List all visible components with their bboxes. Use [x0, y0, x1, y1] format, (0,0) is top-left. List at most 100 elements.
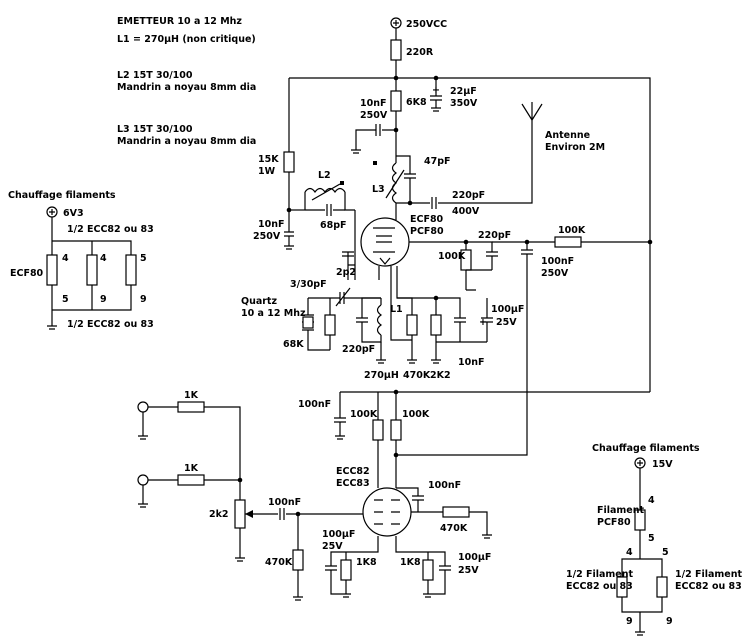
- heater-b-f2: PCF80: [597, 517, 631, 528]
- wire-anodes: [377, 440, 397, 488]
- tube-ecf80-label: ECF80: [410, 214, 444, 225]
- cap-100nf-mod-label: 100nF: [298, 399, 331, 410]
- junction: [647, 239, 653, 245]
- junction: [393, 127, 399, 133]
- tube-ecc83-label: ECC83: [336, 478, 370, 489]
- wire-input-1: [138, 406, 241, 500]
- cap-47pf-label: 47pF: [424, 156, 451, 167]
- pin: 9: [100, 294, 107, 305]
- potentiometer-2k2[interactable]: [234, 499, 246, 529]
- resistor-1k8-a-label: 1K8: [356, 557, 377, 568]
- cathode-left: [325, 551, 351, 598]
- note-l2b: Mandrin a noyau 8mm dia: [117, 82, 256, 93]
- junction: [286, 207, 292, 213]
- cap-10nf-screen-value: 10nF: [258, 219, 284, 230]
- pin: 5: [648, 533, 655, 544]
- pot-gnd: [235, 528, 245, 562]
- heater-a-top: 1/2 ECC82 ou 83: [67, 224, 154, 235]
- cap-47pf: [396, 155, 416, 204]
- cathode-right: [423, 551, 451, 598]
- resistor-470k-grid-label: 470K: [265, 557, 293, 568]
- cap-100uf-a-value: 100µF: [322, 529, 355, 540]
- cap-100uf-value: 100µF: [491, 304, 524, 315]
- cap-2p2: [342, 251, 354, 280]
- resistor-1k8-b: [422, 559, 434, 581]
- cap-10nf-screen-volt: 250V: [253, 231, 281, 242]
- resistor-470k-label: 470K: [403, 370, 431, 381]
- heater-a-plus: [49, 209, 55, 215]
- cap-100uf-plus: +: [479, 317, 487, 328]
- heater-b: Chauffage filaments 15V Filament PCF80 4…: [566, 443, 743, 636]
- tube-ecc82-label: ECC82: [336, 466, 370, 477]
- wire-470k-gnd: [407, 335, 417, 364]
- heater-b-volt: 15V: [652, 459, 673, 470]
- quartz-label: Quartz: [241, 296, 277, 307]
- input-jack-2[interactable]: [137, 474, 149, 486]
- coil-l3-slug: [373, 161, 377, 165]
- cap-100nf-volt: 250V: [541, 268, 569, 279]
- resistor-15k-watt: 1W: [258, 166, 276, 177]
- cap-220pf-ant-volt: 400V: [452, 206, 480, 217]
- note-l3b: Mandrin a noyau 8mm dia: [117, 136, 256, 147]
- supply: 250VCC 220R 6K8 + 22µF 350V 10nF 250V: [289, 17, 651, 392]
- cap-10nf-value: 10nF: [360, 98, 386, 109]
- pin: 9: [666, 616, 673, 627]
- pin: 5: [140, 253, 147, 264]
- hv-plus: [393, 20, 399, 26]
- tube-ecc82-electrodes: [374, 499, 400, 525]
- input-jack-1[interactable]: [137, 401, 149, 413]
- resistor-470k-right-label: 470K: [440, 523, 468, 534]
- cap-100uf-a-volt: 25V: [322, 541, 343, 552]
- junction: [237, 477, 243, 483]
- pin: 9: [140, 294, 147, 305]
- heater-a-ecc1: [86, 254, 98, 286]
- cap-100nf-mod: [334, 391, 396, 440]
- wire-470k-right: [411, 511, 492, 539]
- heater-b-h2b: ECC82 ou 83: [675, 581, 742, 592]
- wire-cathodes: [346, 536, 428, 553]
- heater-a: Chauffage filaments 6V3 1/2 ECC82 ou 83 …: [8, 190, 154, 330]
- junction: [393, 75, 399, 81]
- cap-68pf-label: 68pF: [320, 220, 347, 231]
- note-l3a: L3 15T 30/100: [117, 124, 193, 135]
- pot-label: 2k2: [209, 509, 229, 520]
- wire-grid: [348, 210, 356, 280]
- wire-2k2-gnd: [431, 335, 441, 364]
- heater-a-ecf80: [46, 254, 58, 286]
- resistor-100kb-label: 100K: [558, 225, 586, 236]
- resistor-470k-grid: [292, 549, 304, 571]
- heater-b-bus: [621, 468, 663, 577]
- title: EMETTEUR 10 a 12 Mhz: [117, 16, 242, 27]
- heater-a-bus: [51, 217, 132, 255]
- hv-label: 250VCC: [406, 19, 447, 30]
- pin: 5: [62, 294, 69, 305]
- resistor-1k8-a: [340, 559, 352, 581]
- resistor-100ka-label: 100K: [350, 409, 378, 420]
- cap-22uf-plus: +: [432, 85, 440, 96]
- coil-l2-label: L2: [318, 170, 331, 181]
- cap-220pf-l1-label: 220pF: [342, 344, 375, 355]
- coil-l2-core: [311, 183, 341, 201]
- resistor-68k-label: 68K: [283, 339, 304, 350]
- note-l2a: L2 15T 30/100: [117, 70, 193, 81]
- tube-pcf80-label: PCF80: [410, 226, 444, 237]
- oscillator: 15K 1W 10nF 250V L2 68pF L3 47pF 220pF 4…: [241, 78, 653, 456]
- resistor-1k-b-label: 1K: [184, 463, 199, 474]
- resistor-220r-label: 220R: [406, 47, 434, 58]
- heater-b-f1: Filament: [597, 505, 645, 516]
- cap-10nf-screen: [284, 172, 294, 250]
- resistor-15k-value: 15K: [258, 154, 279, 165]
- coil-l2-leads: [304, 192, 355, 211]
- cap-22uf: [430, 78, 442, 112]
- wire-470k-grid: [293, 514, 303, 601]
- cap-100nf-input-label: 100nF: [268, 497, 301, 508]
- note-l1: L1 = 270µH (non critique): [117, 34, 256, 45]
- tube-ecc82: [362, 487, 412, 537]
- cap-100nf-value: 100nF: [541, 256, 574, 267]
- cap-220pf-ant: [410, 120, 533, 209]
- coil-l1-label: L1: [390, 304, 403, 315]
- cap-220pf-ant-value: 220pF: [452, 190, 485, 201]
- pin: 4: [100, 253, 107, 264]
- resistor-100kb: [554, 236, 582, 248]
- coil-l2: [304, 187, 346, 194]
